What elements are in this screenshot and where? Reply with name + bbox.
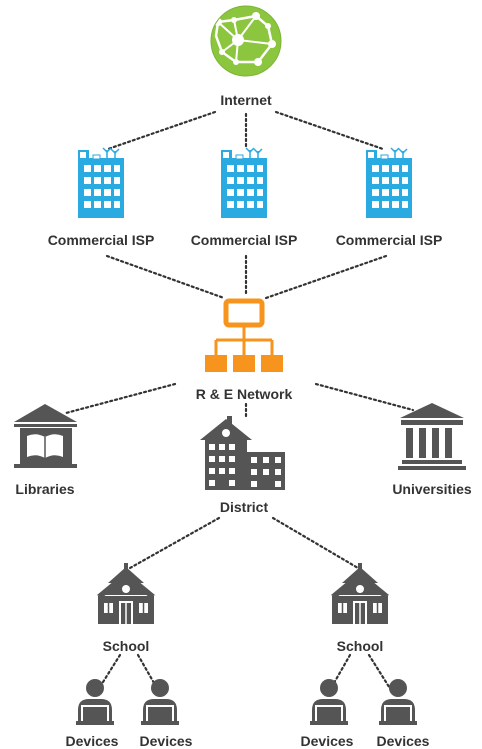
rne-label: R & E Network xyxy=(196,386,293,402)
school-right-node: School xyxy=(330,562,390,654)
connector-school-right-devices-4 xyxy=(367,653,393,692)
devices-4-label: Devices xyxy=(377,733,430,749)
user-laptop-icon xyxy=(379,679,417,725)
connector-isp-left-rne xyxy=(105,254,226,300)
rne-node: R & E Network xyxy=(196,298,293,402)
schoolhouse-icon xyxy=(96,562,156,625)
user-laptop-icon xyxy=(310,679,348,725)
devices-4-node: Devices xyxy=(377,679,430,749)
libraries-node: Libraries xyxy=(14,404,77,497)
devices-3-label: Devices xyxy=(301,733,354,749)
user-laptop-icon xyxy=(141,679,179,725)
isp-left-label: Commercial ISP xyxy=(48,232,155,248)
connector-school-left-devices-2 xyxy=(136,653,160,692)
devices-3-node: Devices xyxy=(301,679,354,749)
connector-isp-right-rne xyxy=(264,254,388,300)
devices-1-node: Devices xyxy=(66,679,119,749)
internet-label: Internet xyxy=(220,92,272,108)
connector-internet-isp-right xyxy=(274,110,385,151)
internet-node: Internet xyxy=(210,5,282,108)
connector-district-school-left xyxy=(128,516,221,570)
school-right-label: School xyxy=(337,638,384,654)
connectors xyxy=(64,110,415,692)
library-icon xyxy=(14,404,77,468)
isp-right-label: Commercial ISP xyxy=(336,232,443,248)
devices-1-label: Devices xyxy=(66,733,119,749)
globe-network-icon xyxy=(210,5,282,77)
schoolhouse-icon xyxy=(330,562,390,625)
connector-district-school-right xyxy=(271,516,360,570)
libraries-label: Libraries xyxy=(15,481,74,497)
district-label: District xyxy=(220,499,269,515)
network-hierarchy-icon xyxy=(205,298,283,372)
isp-right-node: Commercial ISP xyxy=(336,147,443,248)
school-left-node: School xyxy=(96,562,156,654)
connector-school-right-devices-3 xyxy=(328,653,352,692)
connector-rne-universities xyxy=(314,382,415,412)
school-left-label: School xyxy=(103,638,150,654)
devices-2-node: Devices xyxy=(140,679,193,749)
district-node: District xyxy=(200,416,285,515)
devices-2-label: Devices xyxy=(140,733,193,749)
connector-rne-libraries xyxy=(64,382,177,415)
isp-left-node: Commercial ISP xyxy=(48,147,155,248)
user-laptop-icon xyxy=(76,679,114,725)
building-icon xyxy=(365,147,413,219)
building-icon xyxy=(220,147,268,219)
building-icon xyxy=(77,147,125,219)
isp-center-label: Commercial ISP xyxy=(191,232,298,248)
universities-label: Universities xyxy=(392,481,472,497)
connector-internet-isp-left xyxy=(106,110,217,151)
isp-center-node: Commercial ISP xyxy=(191,147,298,248)
university-columns-icon xyxy=(398,403,466,470)
district-buildings-icon xyxy=(200,416,285,490)
universities-node: Universities xyxy=(392,403,472,497)
